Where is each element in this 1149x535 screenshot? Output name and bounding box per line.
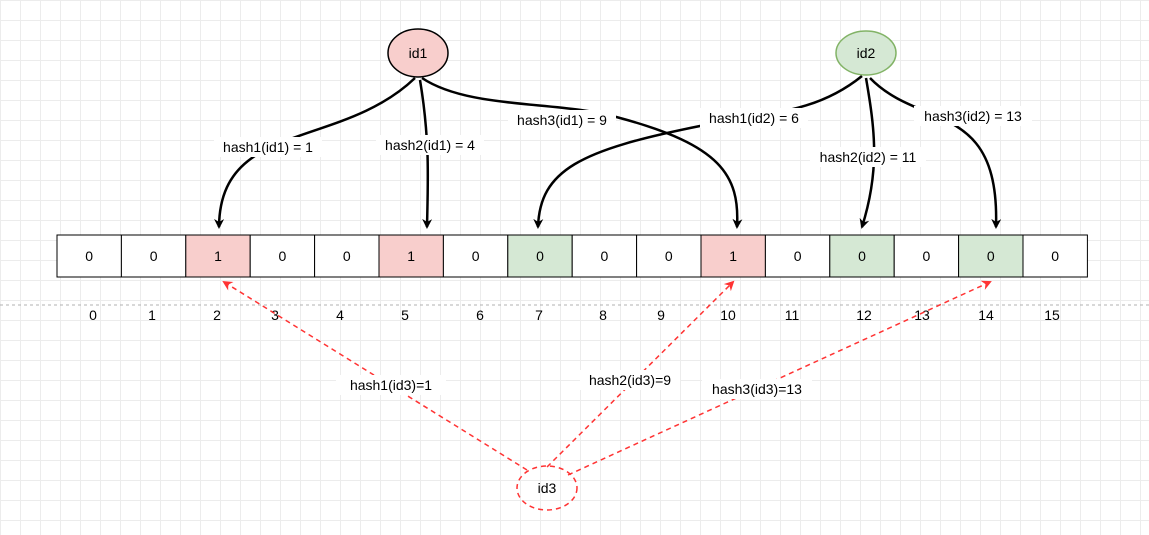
bit-index-5: 5 — [401, 307, 409, 323]
bit-cell-11: 0 — [764, 234, 831, 278]
label-id3-hash2: hash2(id3)=9 — [589, 372, 671, 388]
bit-value: 0 — [472, 248, 480, 264]
node-id3-label: id3 — [538, 480, 557, 496]
label-id1-hash3: hash3(id1) = 9 — [517, 112, 607, 128]
bit-index-3: 3 — [271, 307, 279, 323]
bit-index-8: 8 — [599, 307, 607, 323]
label-id2-hash3: hash3(id2) = 13 — [924, 108, 1022, 124]
bit-index-1: 1 — [148, 307, 156, 323]
bit-index-0: 0 — [89, 307, 97, 323]
node-id3: id3 — [516, 465, 578, 511]
node-id2: id2 — [835, 30, 897, 76]
bit-value: 0 — [987, 248, 995, 264]
edge-id1-hash2 — [418, 79, 433, 229]
bit-value: 0 — [279, 248, 287, 264]
bit-value: 1 — [729, 248, 737, 264]
bit-index-11: 11 — [785, 307, 800, 323]
bit-index-9: 9 — [657, 307, 665, 323]
bit-index-12: 12 — [856, 307, 872, 323]
edge-id1-hash3 — [421, 76, 743, 229]
bit-index-10: 10 — [720, 307, 736, 323]
edge-id3-hash2 — [546, 280, 735, 468]
bit-index-14: 14 — [978, 307, 994, 323]
bit-index-7: 7 — [535, 307, 543, 323]
bit-array: 0 0 1 0 0 1 0 0 0 0 1 0 0 0 0 0 — [56, 234, 1088, 278]
label-id3-hash3: hash3(id3)=13 — [712, 381, 802, 397]
bit-cell-10: 1 — [700, 234, 766, 278]
bit-cell-2: 1 — [185, 234, 251, 278]
label-id3-hash1: hash1(id3)=1 — [350, 377, 432, 393]
bit-value: 0 — [665, 248, 673, 264]
bit-value: 0 — [536, 248, 544, 264]
bit-cell-15: 0 — [1022, 234, 1088, 278]
bit-value: 0 — [923, 248, 931, 264]
bit-cell-8: 0 — [571, 234, 638, 278]
bit-index-13: 13 — [914, 307, 930, 323]
bit-index-6: 6 — [476, 307, 484, 323]
bit-value: 0 — [150, 248, 158, 264]
bit-cell-6: 0 — [442, 234, 509, 278]
bit-cell-9: 0 — [636, 234, 702, 278]
label-id1-hash2: hash2(id1) = 4 — [385, 137, 475, 153]
bit-cell-4: 0 — [314, 234, 380, 278]
bit-value: 0 — [601, 248, 609, 264]
bit-cell-5: 1 — [378, 234, 444, 278]
bit-index-4: 4 — [336, 307, 344, 323]
bit-value: 0 — [1051, 248, 1059, 264]
label-id2-hash2: hash2(id2) = 11 — [820, 149, 917, 165]
label-id1-hash1: hash1(id1) = 1 — [223, 139, 313, 155]
bit-value: 0 — [858, 248, 866, 264]
node-id2-label: id2 — [857, 45, 876, 61]
node-id1: id1 — [387, 28, 449, 78]
bit-value: 0 — [794, 248, 802, 264]
bit-cell-0: 0 — [56, 234, 122, 278]
edge-id3-hash1 — [222, 280, 528, 471]
bit-index-2: 2 — [213, 307, 221, 323]
bit-value: 0 — [343, 248, 351, 264]
bit-cell-7: 0 — [507, 234, 573, 278]
bit-cell-13: 0 — [893, 234, 960, 278]
bit-value: 0 — [85, 248, 93, 264]
bit-value: 1 — [407, 248, 415, 264]
bit-cell-1: 0 — [120, 234, 187, 278]
edge-id2-hash1 — [533, 75, 863, 229]
bit-cell-12: 0 — [829, 234, 895, 278]
bit-index-15: 15 — [1044, 307, 1060, 323]
bit-cell-3: 0 — [249, 234, 316, 278]
bit-value: 1 — [214, 248, 222, 264]
label-id2-hash1: hash1(id2) = 6 — [709, 110, 799, 126]
node-id1-label: id1 — [409, 45, 428, 61]
bit-cell-14: 0 — [958, 234, 1024, 278]
